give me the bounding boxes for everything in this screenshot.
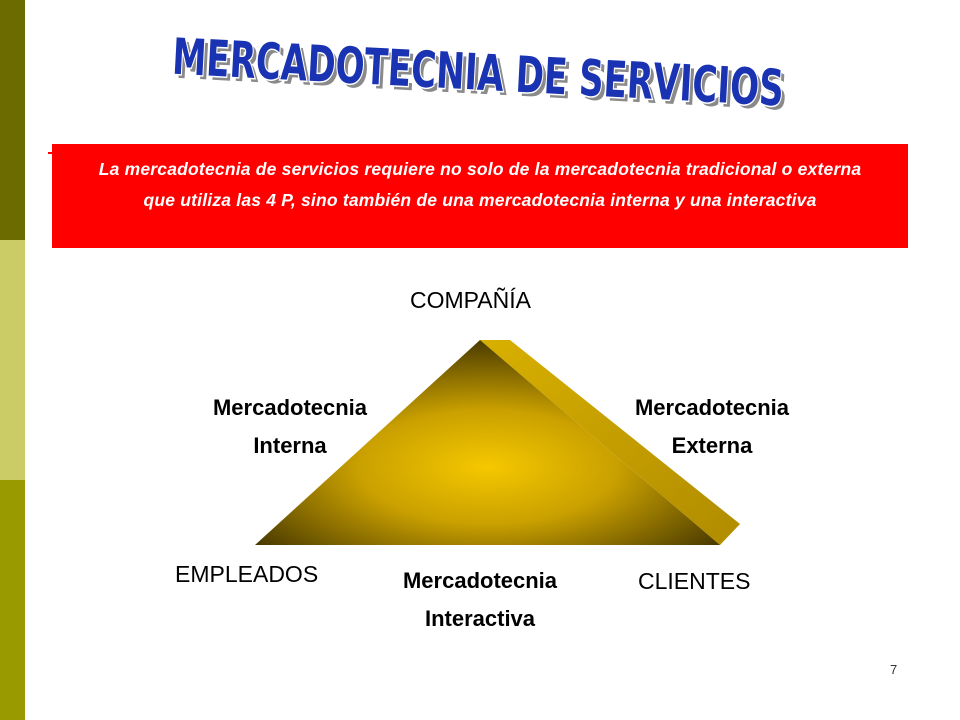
edge-internal-line2: Interna (253, 433, 327, 458)
vertex-clients: CLIENTES (638, 568, 751, 594)
edge-internal-marketing: Mercadotecnia Interna (190, 389, 390, 465)
edge-external-marketing: Mercadotecnia Externa (612, 389, 812, 465)
vertex-employees: EMPLEADOS (175, 561, 319, 587)
vertex-company: COMPAÑÍA (410, 287, 531, 313)
edge-external-line1: Mercadotecnia (634, 395, 790, 420)
side-bar-bottom (0, 480, 25, 720)
page-number: 7 (890, 662, 898, 677)
intro-statement: La mercadotecnia de servicios requiere n… (52, 144, 908, 248)
edge-interactive-line2: Interactiva (424, 606, 536, 631)
edge-interactive-line1: Mercadotecnia (402, 568, 558, 593)
triangle-bevel (480, 340, 740, 545)
edge-internal-line1: Mercadotecnia (212, 395, 368, 420)
slide-title: MERCADOTECNIA DE SERVICIOS MERCADOTECNIA… (170, 28, 789, 120)
triangle-face (255, 340, 720, 545)
edge-interactive-marketing: Mercadotecnia Interactiva (380, 562, 580, 638)
side-bar-top (0, 0, 25, 240)
decorative-dash (48, 152, 52, 154)
edge-external-line2: Externa (671, 433, 753, 458)
side-bar-middle (0, 240, 25, 480)
